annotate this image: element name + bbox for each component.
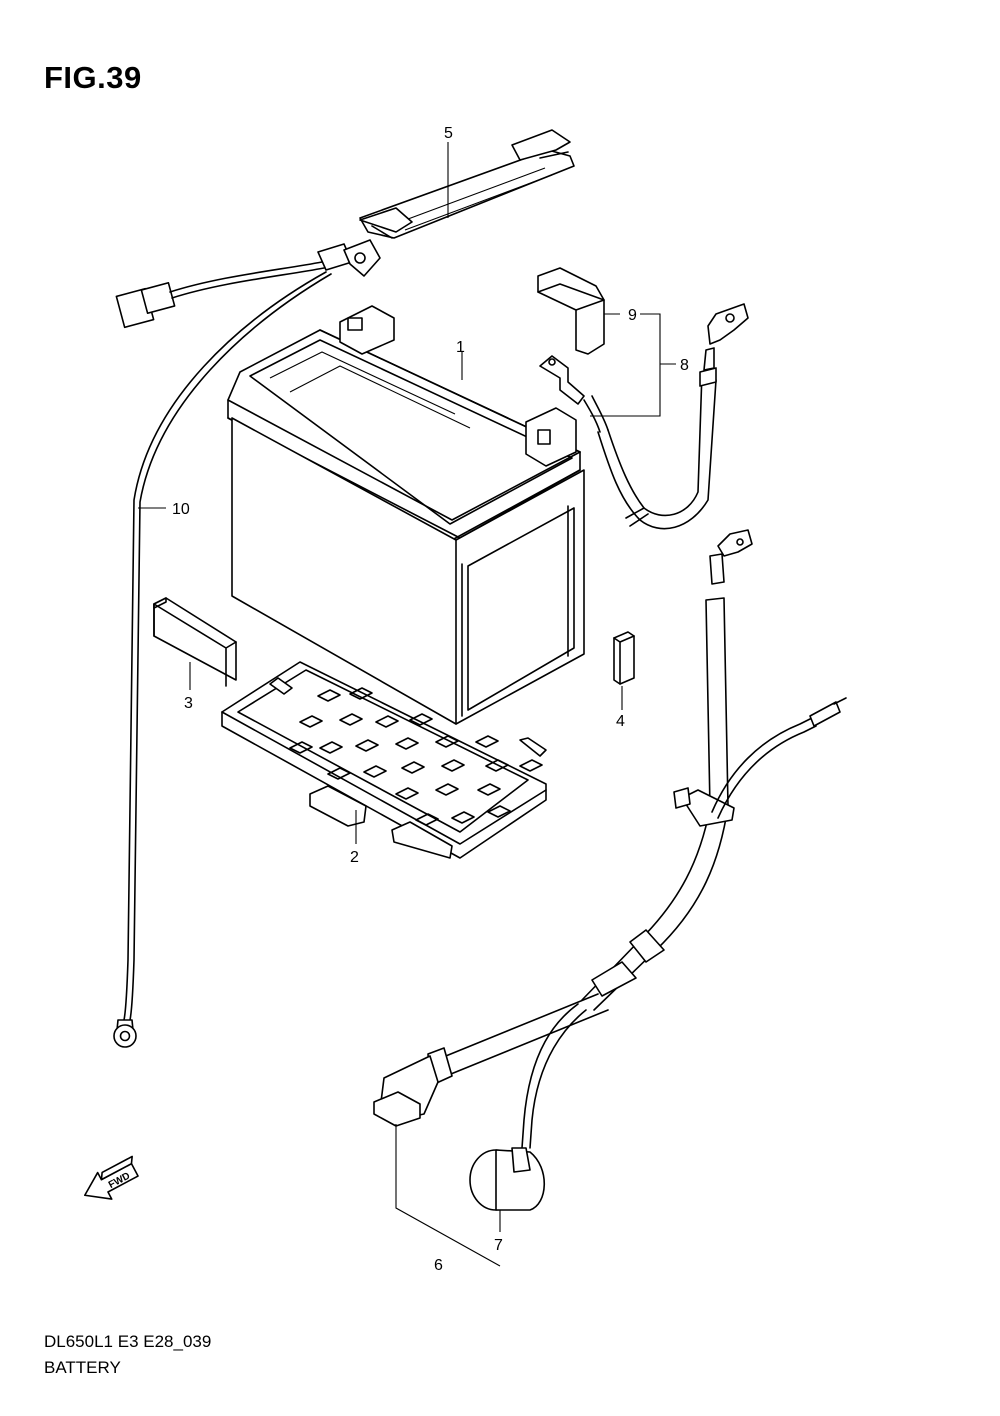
small-spacer — [613, 631, 635, 685]
callout-8: 8 — [680, 357, 689, 374]
starter-relay-cap — [469, 1147, 545, 1211]
battery-spacer — [153, 597, 237, 687]
callout-5: 5 — [444, 125, 453, 142]
figure-title: FIG.39 — [44, 60, 142, 95]
callout-2: 2 — [350, 849, 359, 866]
terminal-cover — [537, 267, 605, 355]
battery-positive-cable — [539, 303, 749, 530]
forward-arrow-icon: FWD — [84, 1155, 139, 1200]
diagram-code: DL650L1 E3 E28_039 — [44, 1332, 212, 1351]
callout-4: 4 — [616, 713, 625, 730]
callout-1: 1 — [456, 339, 465, 356]
battery-strap — [359, 129, 575, 239]
section-name: BATTERY — [44, 1358, 121, 1377]
leader-lines — [138, 142, 676, 1267]
ground-wire-harness — [113, 239, 381, 1048]
battery — [227, 305, 585, 725]
starter-cable-assembly — [373, 529, 847, 1149]
callout-3: 3 — [184, 695, 193, 712]
callout-9: 9 — [628, 307, 637, 324]
battery-tray — [221, 661, 547, 859]
callout-7: 7 — [494, 1237, 503, 1254]
callout-6: 6 — [434, 1257, 443, 1274]
callout-10: 10 — [172, 501, 190, 518]
